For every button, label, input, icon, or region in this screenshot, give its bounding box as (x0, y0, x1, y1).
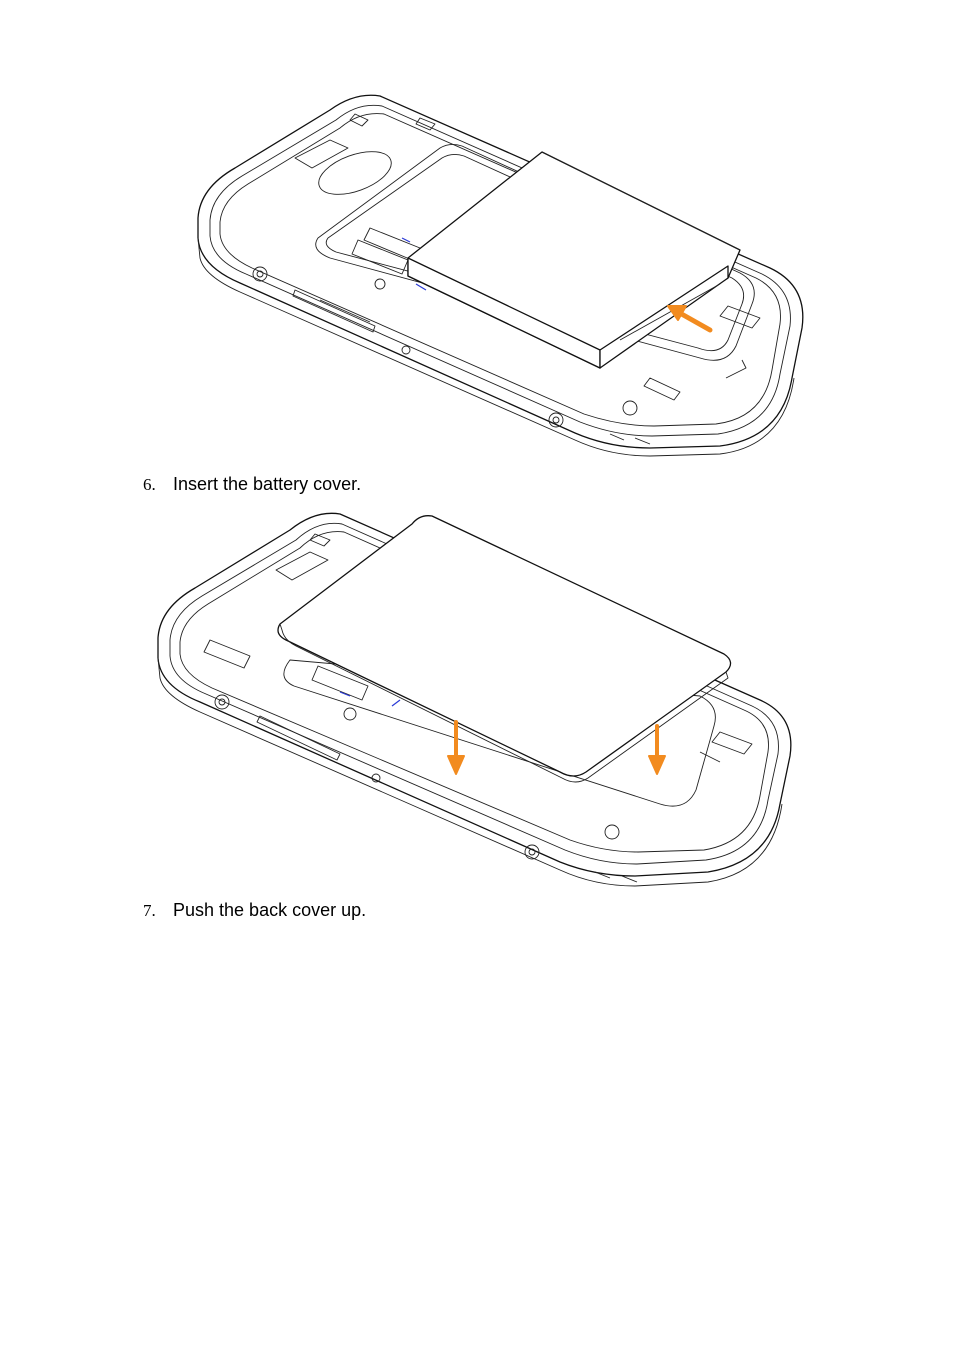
step-6-text: Insert the battery cover. (173, 474, 361, 495)
step-6-number: 6. (143, 475, 173, 495)
orange-arrow-icon (678, 312, 710, 330)
battery-insert-illustration (180, 78, 820, 463)
phone-cover-drawing (140, 500, 810, 895)
step-7-number: 7. (143, 901, 173, 921)
battery-cover-illustration (140, 500, 810, 895)
step-7: 7. Push the back cover up. (143, 900, 366, 921)
step-7-text: Push the back cover up. (173, 900, 366, 921)
phone-battery-drawing (180, 78, 820, 463)
step-6: 6. Insert the battery cover. (143, 474, 361, 495)
